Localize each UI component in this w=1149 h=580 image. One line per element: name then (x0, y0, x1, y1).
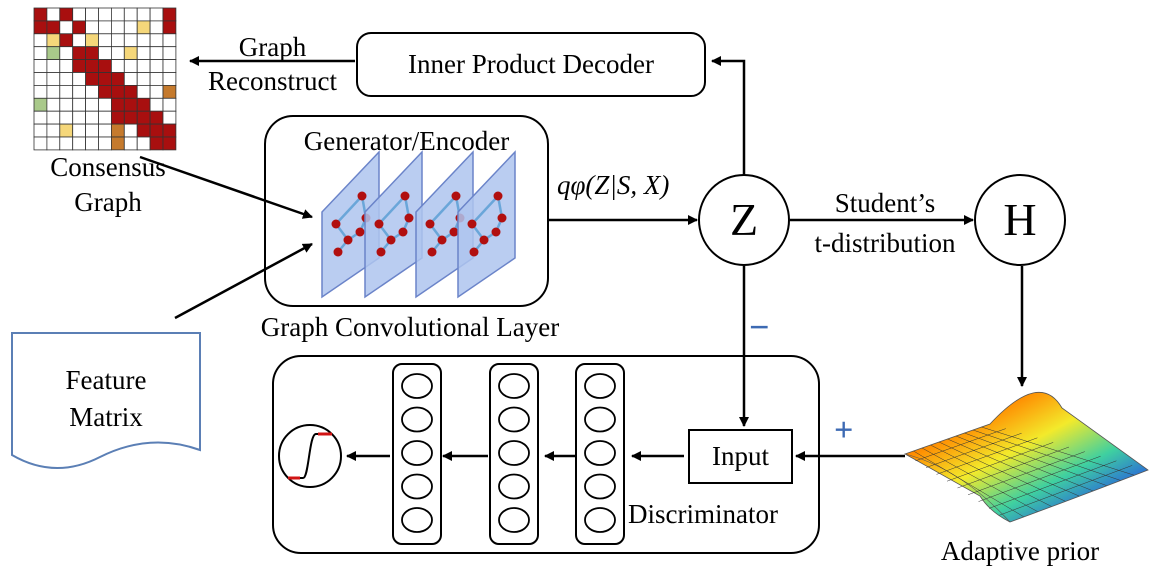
plus-sign: + (834, 412, 854, 449)
matrix-heatmap-icon (33, 7, 177, 151)
h-node: H (1003, 194, 1037, 245)
gaussian-surface-icon (904, 392, 1149, 523)
sigmoid-icon (278, 424, 342, 488)
arrows (139, 56, 1027, 461)
decoder-box (356, 32, 706, 97)
posterior-label: qφ(Z|S, X) (557, 170, 670, 200)
graph-reconstruct-label: Graph Reconstruct (208, 32, 337, 96)
decoder-label: Inner Product Decoder (408, 49, 654, 79)
h-node-circle (974, 174, 1066, 266)
feature-matrix-label: Feature Matrix (65, 365, 147, 432)
encoder-label: Generator/Encoder (303, 126, 510, 156)
consensus-graph-label: Consensus Graph (50, 152, 166, 217)
document-icon (11, 332, 201, 469)
gcn-layer-stack-icon (321, 150, 516, 299)
input-label: Input (712, 441, 769, 471)
student-t-label: Student’s t-distribution (814, 188, 956, 258)
minus-sign: − (749, 307, 770, 347)
z-node: Z (729, 194, 759, 245)
input-box (688, 429, 793, 484)
adaptive-prior-label: Adaptive prior (940, 536, 1100, 566)
gcl-label: Graph Convolutional Layer (260, 312, 560, 342)
neural-layers (392, 363, 625, 545)
discriminator-label: Discriminator (628, 499, 778, 529)
